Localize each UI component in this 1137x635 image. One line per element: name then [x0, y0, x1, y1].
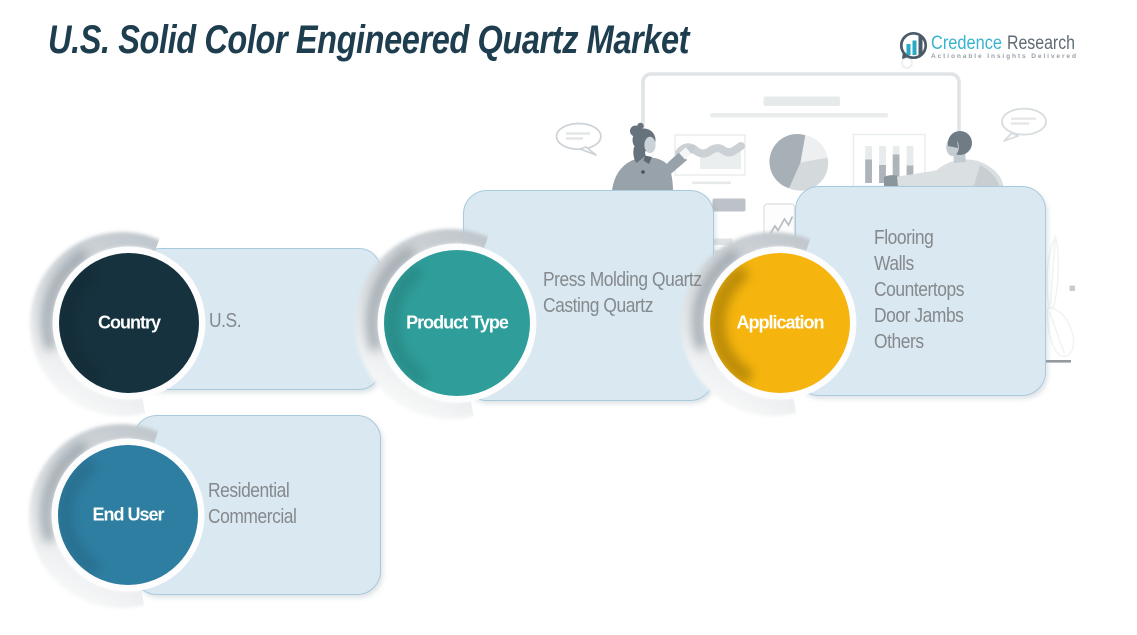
svg-text:Credence: Credence [931, 33, 1002, 54]
svg-text:Actionable Insights Delivered: Actionable Insights Delivered [931, 53, 1076, 60]
svg-text:Research: Research [1007, 33, 1075, 54]
